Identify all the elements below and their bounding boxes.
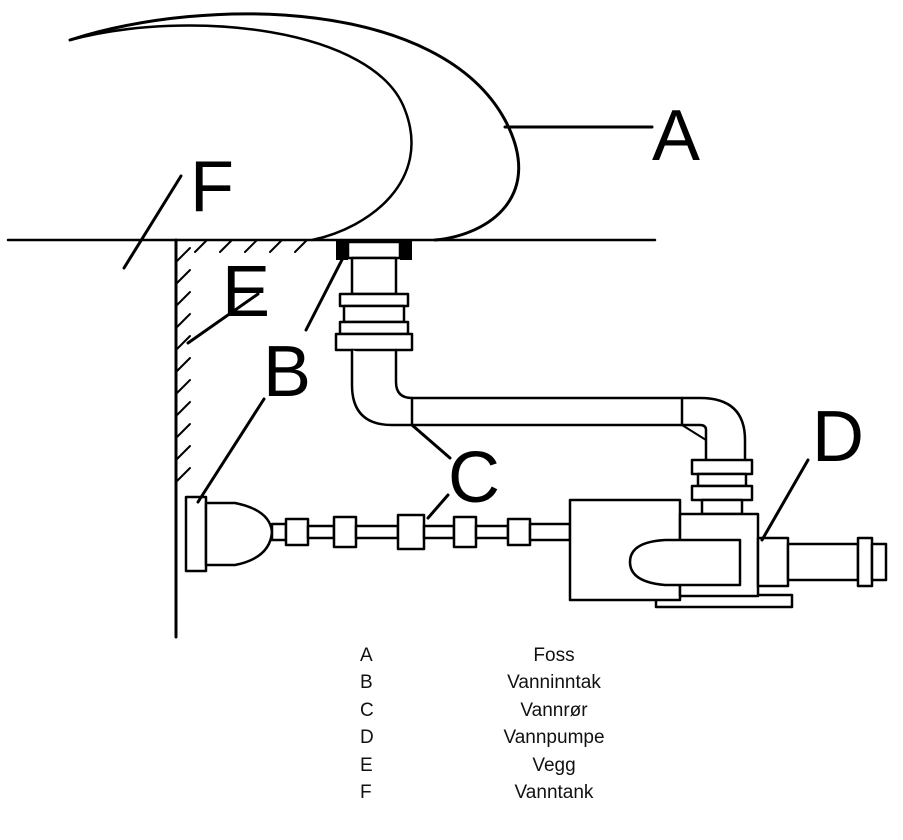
legend-row: D Vannpumpe <box>300 725 680 753</box>
pipe <box>350 348 754 516</box>
legend-value: Vanninntak <box>507 672 601 694</box>
legend-row: C Vannrør <box>300 697 680 725</box>
label-d: D <box>812 397 864 477</box>
legend-row: A Foss <box>300 642 680 670</box>
lower-intake <box>184 495 274 573</box>
legend-key: E <box>360 754 373 776</box>
label-a: A <box>652 96 700 176</box>
legend-value: Vanntank <box>514 782 594 804</box>
hose <box>270 513 572 551</box>
legend-value: Vegg <box>532 754 576 776</box>
legend-row: F Vanntank <box>300 780 680 808</box>
legend-key: D <box>360 727 374 749</box>
legend-value: Vannrør <box>520 699 588 721</box>
leader-lines <box>122 125 810 542</box>
legend-value: Vannpumpe <box>503 727 605 749</box>
legend-value: Foss <box>533 644 575 666</box>
legend-key: C <box>360 699 374 721</box>
legend-key: A <box>360 644 373 666</box>
legend-key: F <box>360 782 372 804</box>
pump <box>568 498 888 609</box>
legend: A Foss B Vanninntak C Vannrør D Vannpump… <box>300 642 680 807</box>
label-c: C <box>448 438 500 518</box>
legend-row: B Vanninntak <box>300 670 680 698</box>
legend-row: E Vegg <box>300 752 680 780</box>
upper-intake <box>334 240 414 352</box>
legend-key: B <box>360 672 373 694</box>
label-b-upper: B <box>263 332 311 412</box>
wall <box>174 238 308 639</box>
label-e: E <box>222 252 270 332</box>
waterfall-shape <box>68 12 521 242</box>
label-f: F <box>190 147 234 227</box>
waterfall-diagram: A F E B C D <box>6 12 888 639</box>
